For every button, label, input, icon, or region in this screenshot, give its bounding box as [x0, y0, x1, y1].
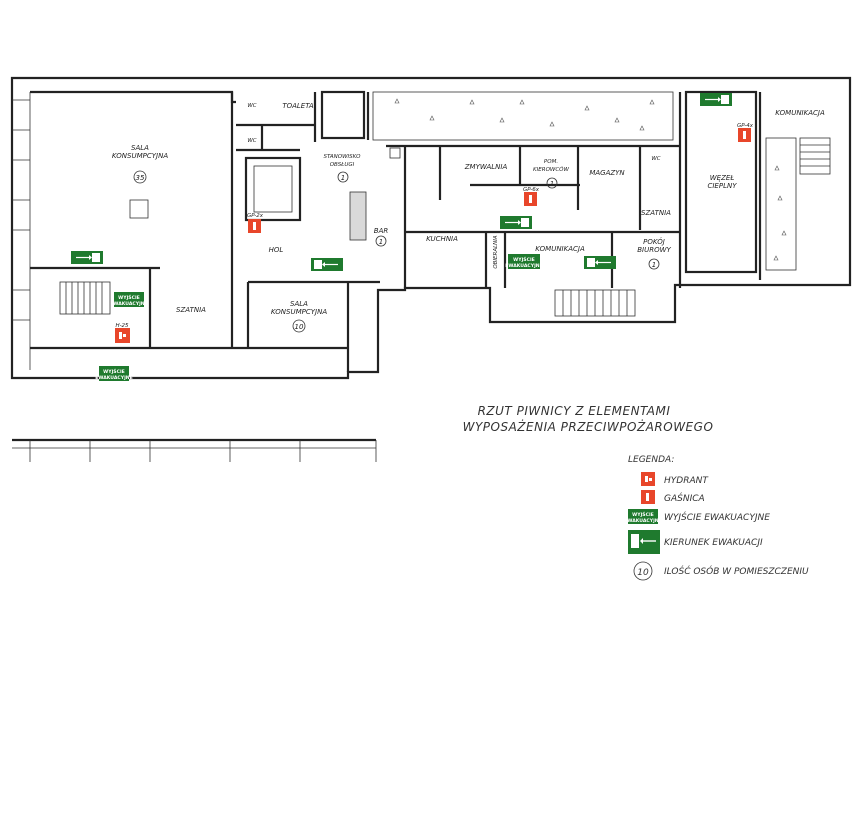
direction-sign-left-wing [71, 251, 103, 264]
label-zmywalnia: ZMYWALNIA [464, 163, 508, 171]
extinguisher-kierowcow: GP-6x [523, 187, 540, 206]
count-circle [375, 235, 387, 247]
title-line-2: WYPOSAŻENIA PRZECIWPOŻAROWEGO [463, 419, 714, 434]
direction-sign-wezel [700, 93, 732, 106]
outer-walls [10, 76, 852, 380]
extinguisher-hol: GP-2x [247, 213, 264, 233]
count-circle [292, 319, 306, 333]
legend-heading: LEGENDA: [628, 455, 674, 465]
label-bar: BAR [374, 227, 389, 235]
exit-sign-komunikacja: WYJŚCIE EWAKUACYJNE [505, 254, 543, 269]
legend: LEGENDA: HYDRANT GAŚNICA WYJŚCIE EWAKUAC… [624, 455, 809, 581]
legend-hydrant: HYDRANT [664, 476, 709, 486]
tag-gp-wezel: GP-4x [737, 123, 754, 129]
legend-wyjscie: WYJŚCIE EWAKUACYJNE [664, 511, 770, 523]
label-kuchnia: KUCHNIA [426, 235, 458, 243]
exit-sign-icon [628, 509, 658, 524]
legend-kierunek: KIERUNEK EWAKUACJI [664, 538, 763, 548]
lower-plan-fragment [12, 438, 377, 462]
label-hol: HOL [269, 246, 284, 254]
svg-text:EWAKUACYJNE: EWAKUACYJNE [624, 518, 662, 524]
hydrant-stairs: H-25 [115, 323, 130, 343]
exit-sign-icon [99, 366, 129, 381]
svg-text:EWAKUACYJNE: EWAKUACYJNE [110, 301, 148, 307]
direction-sign-zmywalnia [500, 216, 532, 229]
count-circle [133, 170, 147, 184]
legend-ilosc: ILOŚĆ OSÓB W POMIESZCZENIU [664, 565, 809, 577]
svg-text:WYJŚCIE: WYJŚCIE [513, 256, 535, 263]
legend-gasnica: GAŚNICA [664, 492, 705, 504]
tag-gp-kierowcow: GP-6x [523, 187, 540, 193]
svg-text:EWAKUACYJNE: EWAKUACYJNE [95, 375, 133, 381]
label-wc-2: WC [247, 138, 256, 144]
label-wc-3: WC [651, 156, 660, 162]
tag-hydrant: H-25 [115, 323, 129, 329]
label-szatnia-1: SZATNIA [176, 306, 206, 314]
label-komunikacja-1: KOMUNIKACJA [535, 245, 585, 253]
count-circle [648, 258, 660, 270]
label-obieralnia: OBIERALNIA [493, 235, 499, 269]
label-komunikacja-2: KOMUNIKACJA [775, 109, 825, 117]
crawl-space-hatching [394, 98, 787, 261]
legend-ilosc-sample: 10 [637, 568, 649, 578]
count-stanowisko: 1 [341, 174, 345, 182]
interior-walls [30, 90, 797, 372]
exit-sign-stairs-left: WYJŚCIE EWAKUACYJNE [110, 292, 148, 307]
count-sala-2: 10 [295, 323, 304, 331]
stairs [59, 137, 831, 317]
count-pokoj: 1 [652, 261, 656, 269]
label-pom-kierowcow: POM.KIEROWCÓW [533, 159, 569, 173]
label-wc-1: WC [247, 103, 256, 109]
exit-sign-icon [114, 292, 144, 307]
count-circle [546, 177, 558, 189]
svg-text:WYJŚCIE: WYJŚCIE [632, 511, 654, 518]
direction-sign-hol [311, 258, 343, 271]
tag-gp-hol: GP-2x [247, 213, 264, 219]
count-pom-kierowcow: 1 [550, 180, 554, 188]
exit-sign-bottom-left: WYJŚCIE EWAKUACYJNE [95, 366, 133, 381]
exit-sign-icon [508, 254, 540, 269]
count-sala-1: 35 [136, 174, 145, 182]
count-circle-icon [633, 561, 653, 581]
hydrant-icon [115, 328, 130, 343]
svg-text:WYJŚCIE: WYJŚCIE [118, 294, 140, 301]
plan-title: RZUT PIWNICY Z ELEMENTAMI WYPOSAŻENIA PR… [463, 404, 714, 434]
label-magazyn: MAGAZYN [589, 169, 625, 177]
label-szatnia-2: SZATNIA [641, 209, 671, 217]
title-line-1: RZUT PIWNICY Z ELEMENTAMI [478, 404, 671, 418]
count-circle [337, 171, 349, 183]
svg-text:WYJŚCIE: WYJŚCIE [103, 368, 125, 375]
extinguisher-wezel: GP-4x [737, 123, 754, 142]
count-bar: 1 [379, 238, 383, 246]
label-toaleta: TOALETA [282, 102, 314, 110]
svg-text:EWAKUACYJNE: EWAKUACYJNE [505, 263, 543, 269]
direction-sign-komunikacja [584, 256, 616, 269]
